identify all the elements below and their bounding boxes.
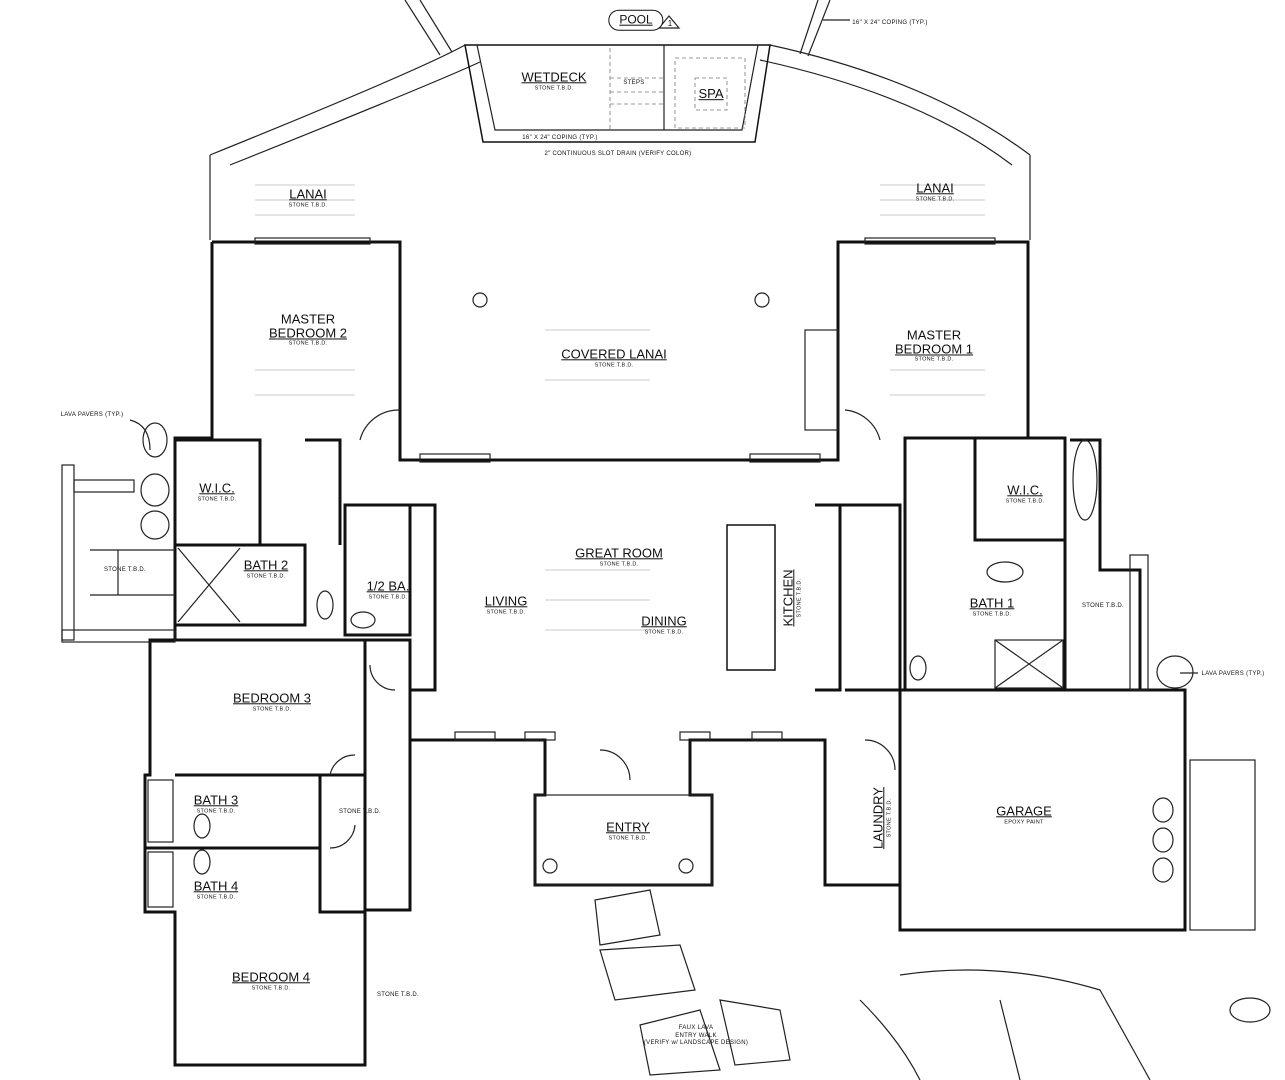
coping-note-top: 16" X 24" COPING (TYP.) (852, 19, 928, 26)
room-half-bath: 1/2 BA.STONE T.B.D. (366, 578, 410, 600)
columns (472, 292, 770, 874)
lava-pavers-note-left: LAVA PAVERS (TYP.) (60, 411, 124, 418)
walls (143, 240, 1187, 1067)
slot-drain-note: 2" CONTINUOUS SLOT DRAIN (VERIFY COLOR) (544, 150, 692, 157)
stone-side-note: STONE T.B.D. (376, 991, 420, 998)
entry-walk-note: FAUX LAVA ENTRY WALK (VERIFY w/ LANDSCAP… (643, 1024, 749, 1046)
stone-patio-left-note: STONE T.B.D. (103, 566, 147, 573)
lava-pavers-note-right: LAVA PAVERS (TYP.) (1201, 670, 1265, 677)
coping-note-bottom: 16" X 24" COPING (TYP.) (522, 134, 598, 141)
leader-lines (129, 15, 1198, 674)
room-wic-right: W.I.C.STONE T.B.D. (1005, 482, 1045, 504)
revision-tag: 1 (667, 18, 673, 28)
stone-hall-note: STONE T.B.D. (338, 808, 382, 815)
door-swings (329, 409, 896, 849)
sliding-doors (254, 237, 996, 741)
pool-label: POOL (608, 9, 664, 31)
room-spa: SPA (698, 86, 724, 102)
pool-deck (209, 0, 1031, 240)
steps-note: STEPS (623, 79, 645, 86)
stone-tile-pattern (255, 184, 985, 631)
lava-pavers (61, 422, 1271, 1080)
stone-patio-right-note: STONE T.B.D. (1081, 602, 1125, 609)
room-wic-left: W.I.C.STONE T.B.D. (197, 480, 237, 502)
fixtures (147, 547, 1064, 908)
